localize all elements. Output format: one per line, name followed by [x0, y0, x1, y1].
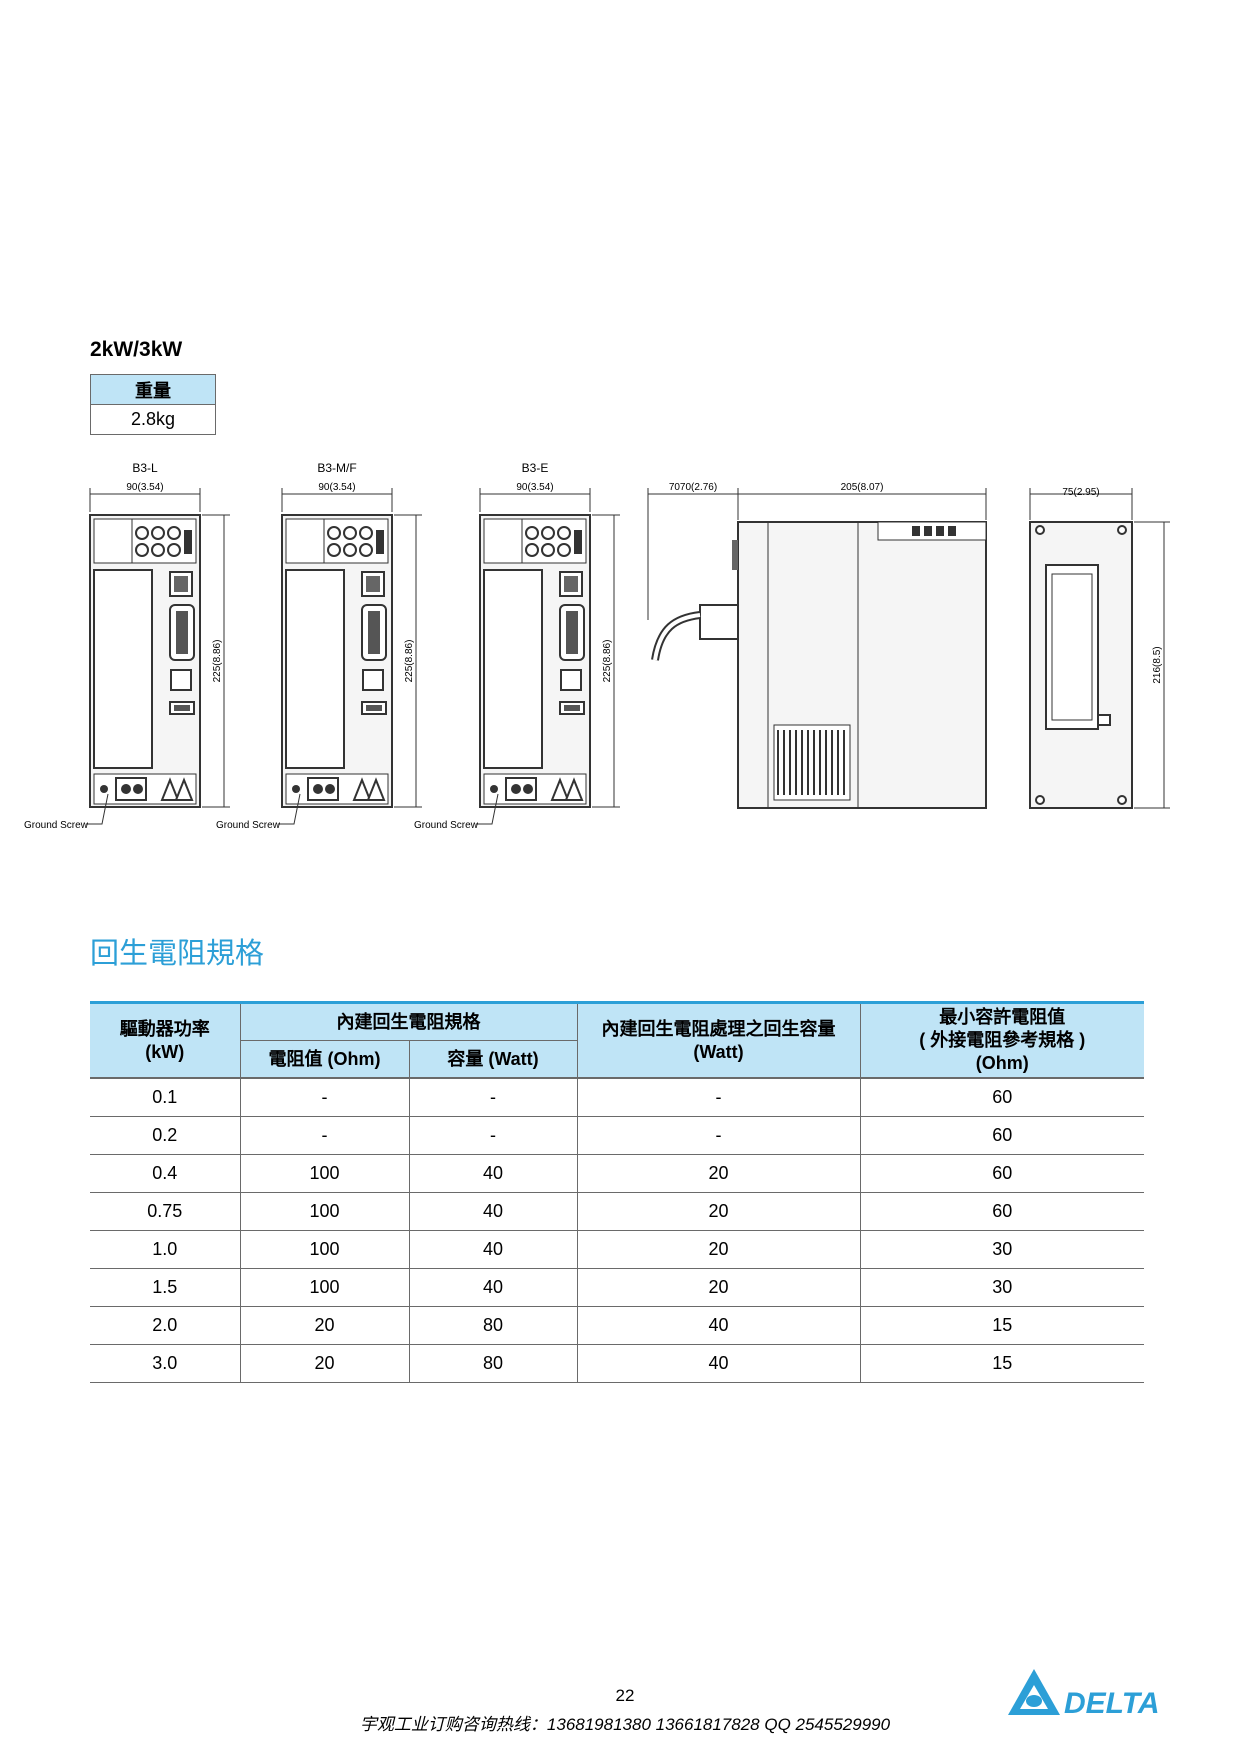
header-processing: 內建回生電阻處理之回生容量(Watt)	[576, 1001, 861, 1079]
height-dimension: 225(8.86)	[212, 640, 223, 683]
regen-title: 回生電阻規格	[90, 936, 265, 970]
cell: 30	[859, 1268, 1144, 1307]
height-dimension: 216(8.5)	[1152, 646, 1163, 683]
front-view-b3-l: B3-L 90(3.54) 225(8.86)	[86, 461, 230, 825]
header-capacity: 容量 (Watt)	[408, 1040, 577, 1080]
regen-spec-table: 驅動器功率(kW) 內建回生電阻規格 內建回生電阻處理之回生容量(Watt) 最…	[90, 1000, 1144, 1383]
weight-header: 重量	[90, 374, 216, 405]
view-label: B3-M/F	[317, 461, 356, 475]
cell: -	[239, 1116, 409, 1155]
cell: 20	[576, 1268, 860, 1307]
width-dimension: 90(3.54)	[516, 482, 553, 493]
cell: 100	[239, 1192, 409, 1231]
cell: 60	[859, 1192, 1144, 1231]
cell: 0.1	[90, 1078, 240, 1117]
ground-screw-callout: Ground Screw	[216, 820, 281, 830]
side-view: 7070(2.76) 205(8.07)	[647, 482, 987, 809]
cell: -	[408, 1116, 577, 1155]
view-label: B3-L	[132, 461, 158, 475]
cell: 20	[576, 1192, 860, 1231]
cell: 1.5	[90, 1268, 240, 1307]
cell: 40	[408, 1230, 577, 1269]
delta-logo: DELTA	[1008, 1669, 1160, 1720]
dimension-drawings: B3-L 90(3.54) 225(8.86) Ground Screw B3-…	[24, 461, 1170, 830]
cell: 15	[859, 1306, 1144, 1345]
delta-logo-text: DELTA	[1064, 1687, 1160, 1720]
cell: -	[576, 1116, 860, 1155]
cell: 60	[859, 1116, 1144, 1155]
cell: 20	[239, 1344, 409, 1383]
header-builtin: 內建回生電阻規格	[239, 1000, 578, 1042]
header-power: 驅動器功率(kW)	[90, 1001, 241, 1079]
cell: 60	[859, 1078, 1144, 1117]
width-dimension: 90(3.54)	[318, 482, 355, 493]
cell: 1.0	[90, 1230, 240, 1269]
cell: 40	[408, 1268, 577, 1307]
height-dimension: 225(8.86)	[404, 640, 415, 683]
cell: 100	[239, 1230, 409, 1269]
view-label: B3-E	[522, 461, 549, 475]
delta-logo-icon	[1008, 1669, 1060, 1715]
section-heading: 2kW/3kW	[90, 338, 183, 361]
footer-hotline: 宇观工业订购咨询热线：13681981380 13661817828 QQ 25…	[359, 1715, 891, 1734]
cell: 15	[859, 1344, 1144, 1383]
rear-view: 75(2.95) 216(8.5)	[1029, 487, 1170, 809]
cell: -	[408, 1078, 577, 1117]
height-dimension: 225(8.86)	[602, 640, 613, 683]
table-row: 0.1---60	[90, 1078, 1144, 1117]
ground-screw-callout: Ground Screw	[414, 820, 479, 830]
weight-table: 重量 2.8kg	[90, 374, 216, 435]
cell: 0.4	[90, 1154, 240, 1193]
cell: 40	[408, 1192, 577, 1231]
table-row: 0.2---60	[90, 1116, 1144, 1155]
cell: 0.75	[90, 1192, 240, 1231]
cell: 20	[576, 1230, 860, 1269]
cell: 80	[408, 1306, 577, 1345]
cell: 80	[408, 1344, 577, 1383]
cell: 20	[576, 1154, 860, 1193]
front-view-b3-mf: B3-M/F 90(3.54) 225(8.86)	[278, 461, 422, 825]
cell: 100	[239, 1154, 409, 1193]
ground-screw-callout: Ground Screw	[24, 820, 89, 830]
cell: 40	[576, 1344, 860, 1383]
cell: 20	[239, 1306, 409, 1345]
cell: 3.0	[90, 1344, 240, 1383]
cell: -	[576, 1078, 860, 1117]
cell: 40	[408, 1154, 577, 1193]
width-dimension: 90(3.54)	[126, 482, 163, 493]
width-dimension: 75(2.95)	[1062, 487, 1099, 498]
header-resistance: 電阻值 (Ohm)	[240, 1040, 410, 1080]
weight-value: 2.8kg	[90, 404, 216, 435]
cell: 40	[576, 1306, 860, 1345]
cable-dimension: 7070(2.76)	[669, 482, 717, 493]
cell: 2.0	[90, 1306, 240, 1345]
cell: -	[239, 1078, 409, 1117]
front-view-b3-e: B3-E 90(3.54) 225(8.86)	[476, 461, 620, 825]
depth-dimension: 205(8.07)	[841, 482, 884, 493]
cell: 30	[859, 1230, 1144, 1269]
header-min-allowed: 最小容許電阻值( 外接電阻參考規格 )(Ohm)	[859, 1001, 1144, 1079]
cell: 100	[239, 1268, 409, 1307]
page-number: 22	[615, 1686, 635, 1705]
cell: 0.2	[90, 1116, 240, 1155]
cell: 60	[859, 1154, 1144, 1193]
